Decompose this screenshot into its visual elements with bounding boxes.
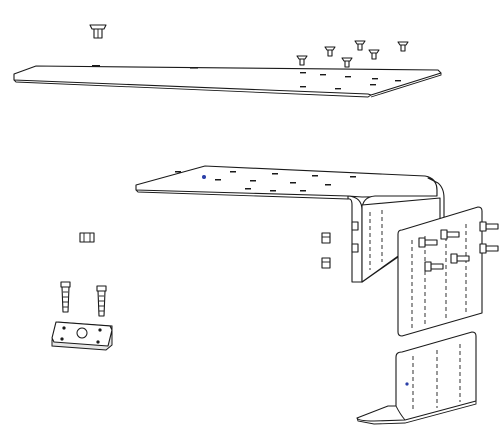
bracket-slots [175,171,356,192]
screw-1 [296,55,308,66]
nut-mid-1 [321,232,331,244]
nuts [79,232,331,269]
anchor-right [96,285,107,317]
screw-2 [324,46,336,57]
screw-large [89,24,107,39]
rail-bolt-5 [450,253,470,264]
rail-bolt-6 [424,261,444,272]
nut-mid-2 [321,257,331,269]
screw-5 [341,57,353,68]
screw-4 [368,49,380,60]
base-plate-center-hole [76,327,88,339]
anchor-left [60,281,71,313]
bracket-mark [202,175,206,179]
base-plate [51,321,113,351]
nut-left [79,232,95,243]
screw-6 [397,41,409,52]
rail-bolt-2 [440,229,460,240]
top-plate-slots [92,65,401,90]
screw-3 [354,40,366,51]
flange-bolts [351,221,359,253]
rail-bolt-4 [479,243,499,254]
bottom-bracket-mark [405,382,409,386]
top-screws [89,24,409,68]
bottom-bracket [356,331,477,425]
rail-bolt-3 [479,221,499,232]
rail-bolts [418,221,499,272]
anchors [60,281,107,317]
top-plate [13,65,442,98]
rail-bolt-1 [418,237,438,248]
